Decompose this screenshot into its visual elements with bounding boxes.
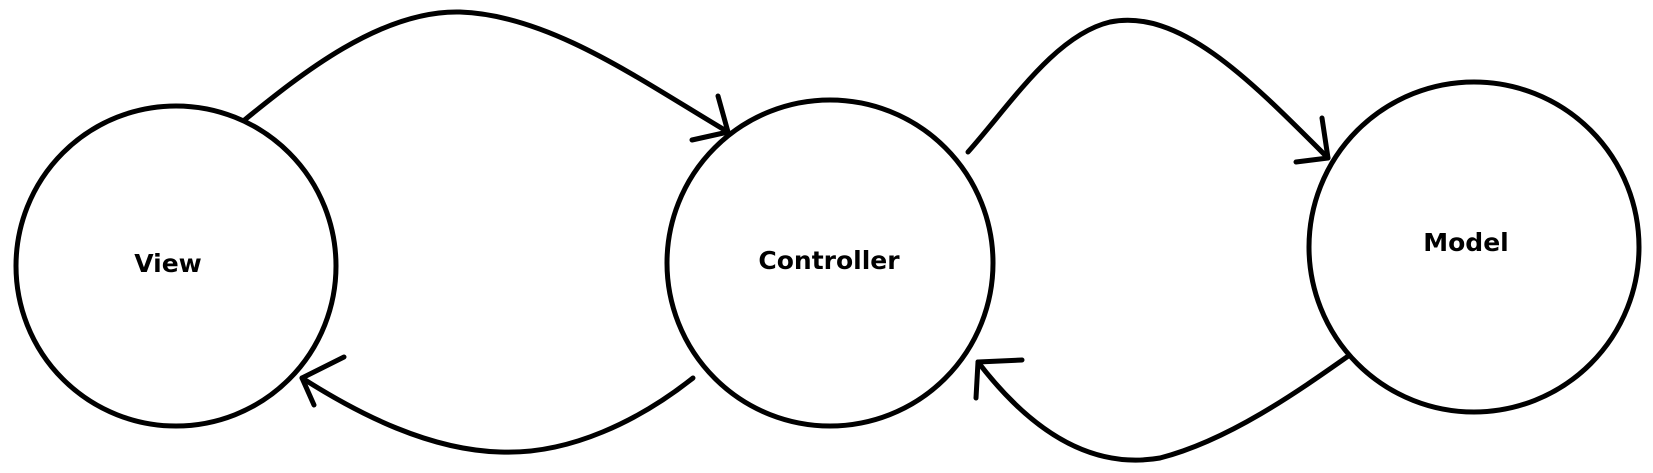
- edge-controller-to-model: [965, 17, 1331, 165]
- arrowhead-at-controller-top-left: [689, 93, 731, 143]
- edge-view-to-controller: [239, 9, 731, 143]
- arrowhead-at-model-left: [1293, 115, 1331, 165]
- node-controller: Controller: [664, 97, 996, 429]
- node-model-label: Model: [1423, 228, 1508, 257]
- edge-controller-to-view: [299, 354, 696, 455]
- edge-controller-to-view-line: [299, 375, 696, 455]
- node-view-circle: [13, 103, 339, 429]
- edge-controller-to-model-line: [965, 17, 1331, 161]
- arrowhead-at-controller-bottom-right: [973, 357, 1025, 401]
- edge-model-to-controller-line: [975, 349, 1357, 463]
- node-model: Model: [1306, 79, 1642, 415]
- edge-view-to-controller-line: [239, 9, 731, 135]
- node-controller-circle: [664, 97, 996, 429]
- node-controller-label: Controller: [758, 246, 900, 275]
- arrowhead-at-view-bottom-right: [299, 354, 347, 408]
- node-view: View: [13, 103, 339, 429]
- edge-model-to-controller: [973, 349, 1357, 463]
- node-view-label: View: [134, 249, 202, 278]
- node-model-circle: [1306, 79, 1642, 415]
